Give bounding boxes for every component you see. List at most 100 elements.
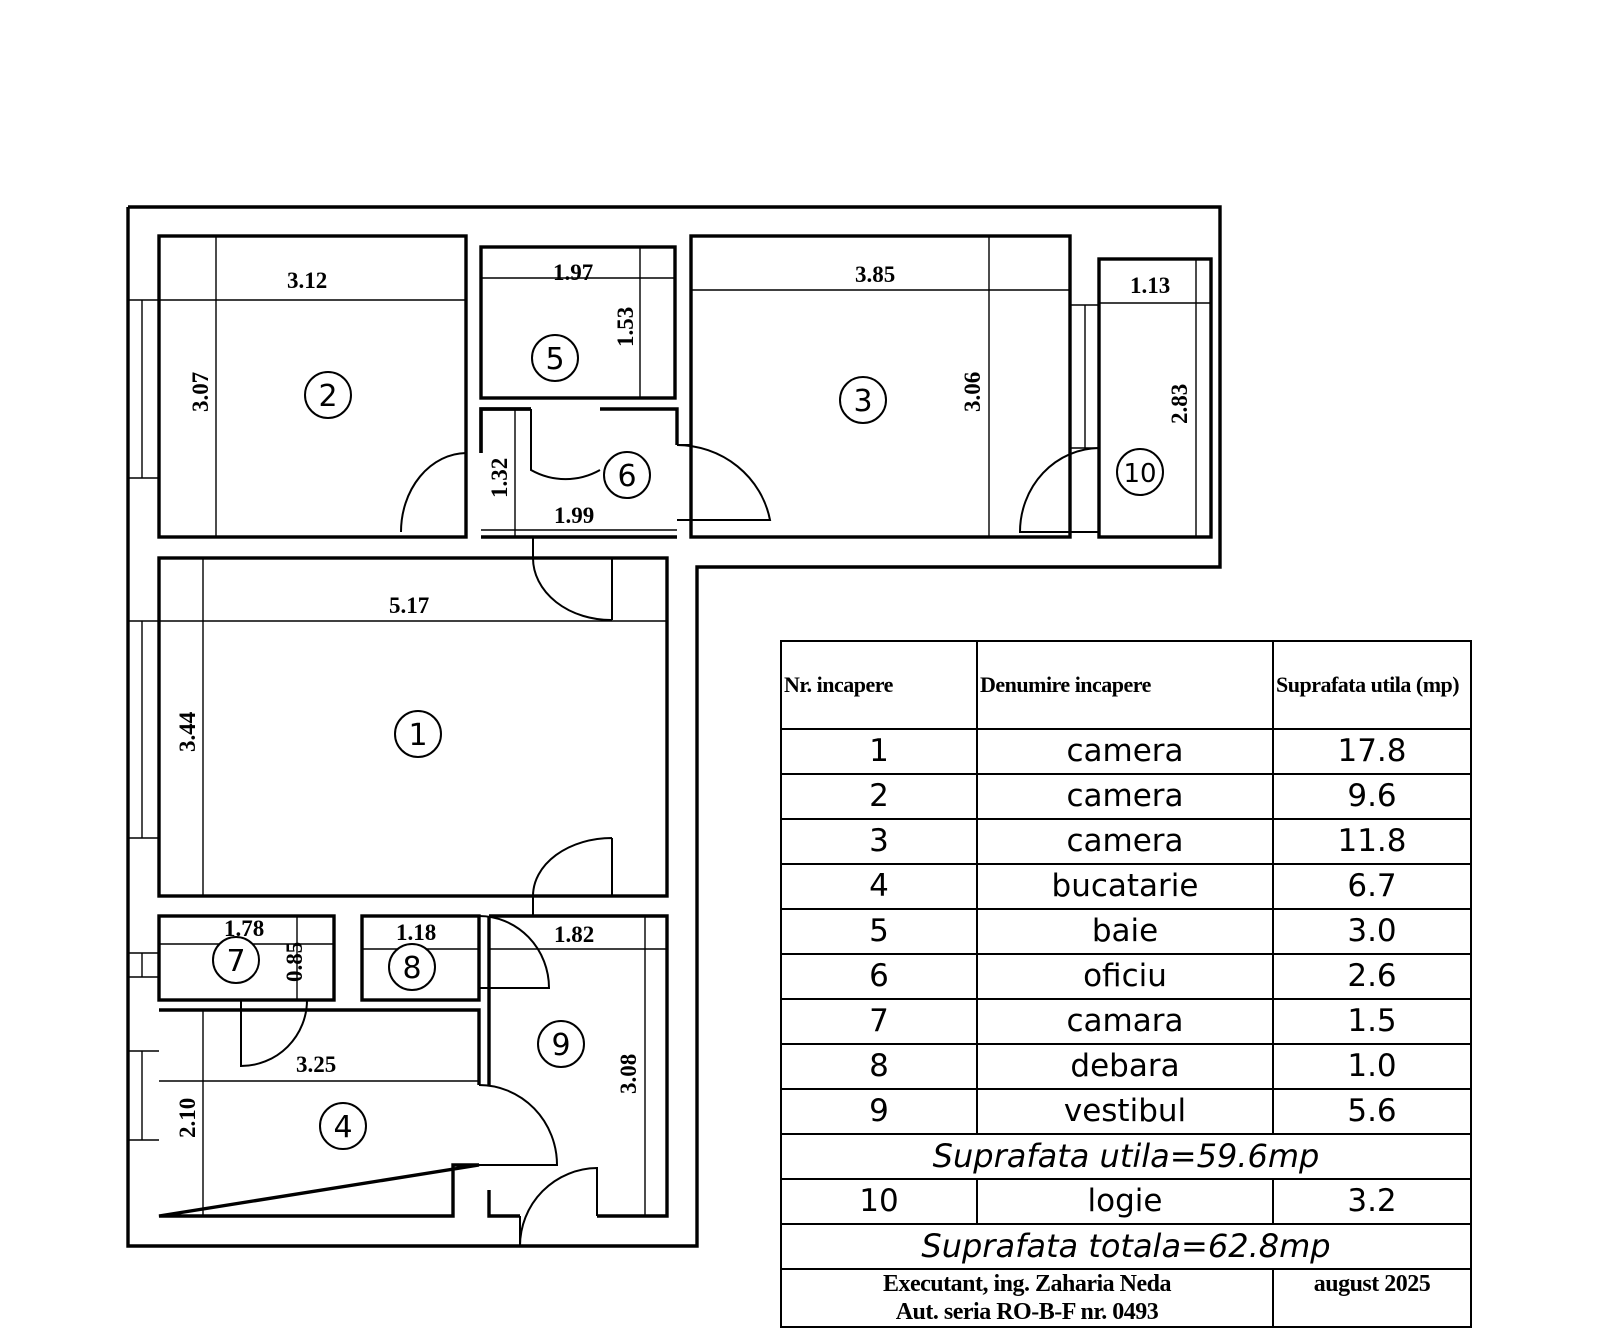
cell-nr: 7	[780, 998, 978, 1045]
cell-name: logie	[976, 1178, 1274, 1225]
room-2-marker	[304, 371, 352, 419]
room-1-number: 1	[408, 718, 427, 753]
cell-area: 9.6	[1272, 773, 1472, 820]
dim-room-7-height: 0.85	[282, 942, 307, 982]
room-8-marker	[388, 943, 436, 991]
cell-area: 1.0	[1272, 1043, 1472, 1090]
room-1-outline	[157, 556, 669, 898]
dim-room-10-width: 1.13	[1130, 273, 1170, 298]
dim-room-4-height: 2.10	[175, 1098, 200, 1138]
cell-nr: 3	[780, 818, 978, 865]
room-6-marker	[603, 451, 651, 499]
room-9-number: 9	[551, 1028, 570, 1063]
windows	[128, 299, 1099, 1141]
room-4-outline	[158, 1008, 481, 1218]
room-8-number: 8	[402, 951, 421, 986]
dim-room-1-height: 3.44	[175, 711, 200, 752]
dim-room-5-height: 1.53	[613, 307, 638, 347]
room-9-marker	[537, 1020, 585, 1068]
cell-area: 11.8	[1272, 818, 1472, 865]
cell-area: 1.5	[1272, 998, 1472, 1045]
room-2-outline	[157, 234, 468, 539]
dim-room-3-height: 3.06	[960, 372, 985, 412]
cell-nr: 8	[780, 1043, 978, 1090]
dim-room-1-width: 5.17	[389, 593, 429, 618]
cell-name: vestibul	[976, 1088, 1274, 1135]
dim-room-6-width: 1.99	[554, 503, 594, 528]
useful-area-total-row: Suprafata utila=59.6mp	[780, 1133, 1472, 1180]
plan-date: august 2025	[1272, 1268, 1472, 1328]
cell-nr: 5	[780, 908, 978, 955]
cell-area: 6.7	[1272, 863, 1472, 910]
room-3-outline	[689, 234, 1072, 539]
header-useful-area: Suprafata utila (mp)	[1272, 640, 1472, 730]
cell-name: bucatarie	[976, 863, 1274, 910]
header-room-name: Denumire incapere	[976, 640, 1274, 730]
cell-nr: 6	[780, 953, 978, 1000]
table-row-loggia: 10 logie 3.2	[780, 1178, 1472, 1225]
dim-room-4-width: 3.25	[296, 1052, 336, 1077]
cell-name: camera	[976, 773, 1274, 820]
cell-area: 5.6	[1272, 1088, 1472, 1135]
dim-room-10-height: 2.83	[1167, 384, 1192, 424]
cell-nr: 4	[780, 863, 978, 910]
cell-name: camera	[976, 818, 1274, 865]
dim-room-8-width: 1.18	[396, 920, 436, 945]
room-6-number: 6	[617, 459, 636, 494]
cell-area: 3.2	[1272, 1178, 1472, 1225]
room-area-table: Nr. incapere Denumire incapere Suprafata…	[780, 640, 1472, 1328]
room-8-outline	[360, 914, 481, 1002]
table-header-row: Nr. incapere Denumire incapere Suprafata…	[780, 640, 1472, 730]
dim-room-2-width: 3.12	[287, 268, 327, 293]
cell-area: 3.0	[1272, 908, 1472, 955]
room-markers: 2 5 3 6 10 1 7 8 9 4	[212, 334, 1164, 1150]
cell-nr: 1	[780, 728, 978, 775]
dim-room-9-width: 1.82	[554, 922, 594, 947]
executant-name: Executant, ing. Zaharia Neda	[882, 1271, 1172, 1297]
room-4-marker	[319, 1102, 367, 1150]
executant-authorization: Aut. seria RO-B-F nr. 0493	[895, 1299, 1159, 1325]
cell-name: camera	[976, 728, 1274, 775]
room-6-outline	[479, 407, 531, 453]
room-3-marker	[839, 376, 887, 424]
doors	[240, 409, 1100, 1247]
cell-nr: 2	[780, 773, 978, 820]
room-10-marker	[1116, 448, 1164, 496]
cell-nr: 10	[780, 1178, 978, 1225]
total-area-row: Suprafata totala=62.8mp	[780, 1223, 1472, 1270]
room-2-number: 2	[318, 379, 337, 414]
room-7-outline	[157, 914, 336, 1002]
dim-room-3-width: 3.85	[855, 262, 895, 287]
useful-area-total: Suprafata utila=59.6mp	[780, 1133, 1472, 1180]
dim-room-5-width: 1.97	[553, 260, 593, 285]
room-5-outline	[479, 245, 677, 400]
cell-name: camara	[976, 998, 1274, 1045]
room-3-number: 3	[853, 384, 872, 419]
header-room-number: Nr. incapere	[780, 640, 978, 730]
room-4-number: 4	[333, 1110, 352, 1145]
room-9-outline	[487, 914, 669, 1218]
cell-name: baie	[976, 908, 1274, 955]
cell-nr: 9	[780, 1088, 978, 1135]
cell-name: debara	[976, 1043, 1274, 1090]
room-7-marker	[212, 936, 260, 984]
cell-area: 2.6	[1272, 953, 1472, 1000]
cell-name: oficiu	[976, 953, 1274, 1000]
dim-room-9-height: 3.08	[616, 1054, 641, 1094]
room-5-marker	[531, 334, 579, 382]
room-7-number: 7	[226, 944, 245, 979]
total-area: Suprafata totala=62.8mp	[780, 1223, 1472, 1270]
dim-room-6-height: 1.32	[487, 458, 512, 498]
dimension-lines	[159, 236, 1211, 1216]
room-5-number: 5	[545, 342, 564, 377]
cell-area: 17.8	[1272, 728, 1472, 775]
